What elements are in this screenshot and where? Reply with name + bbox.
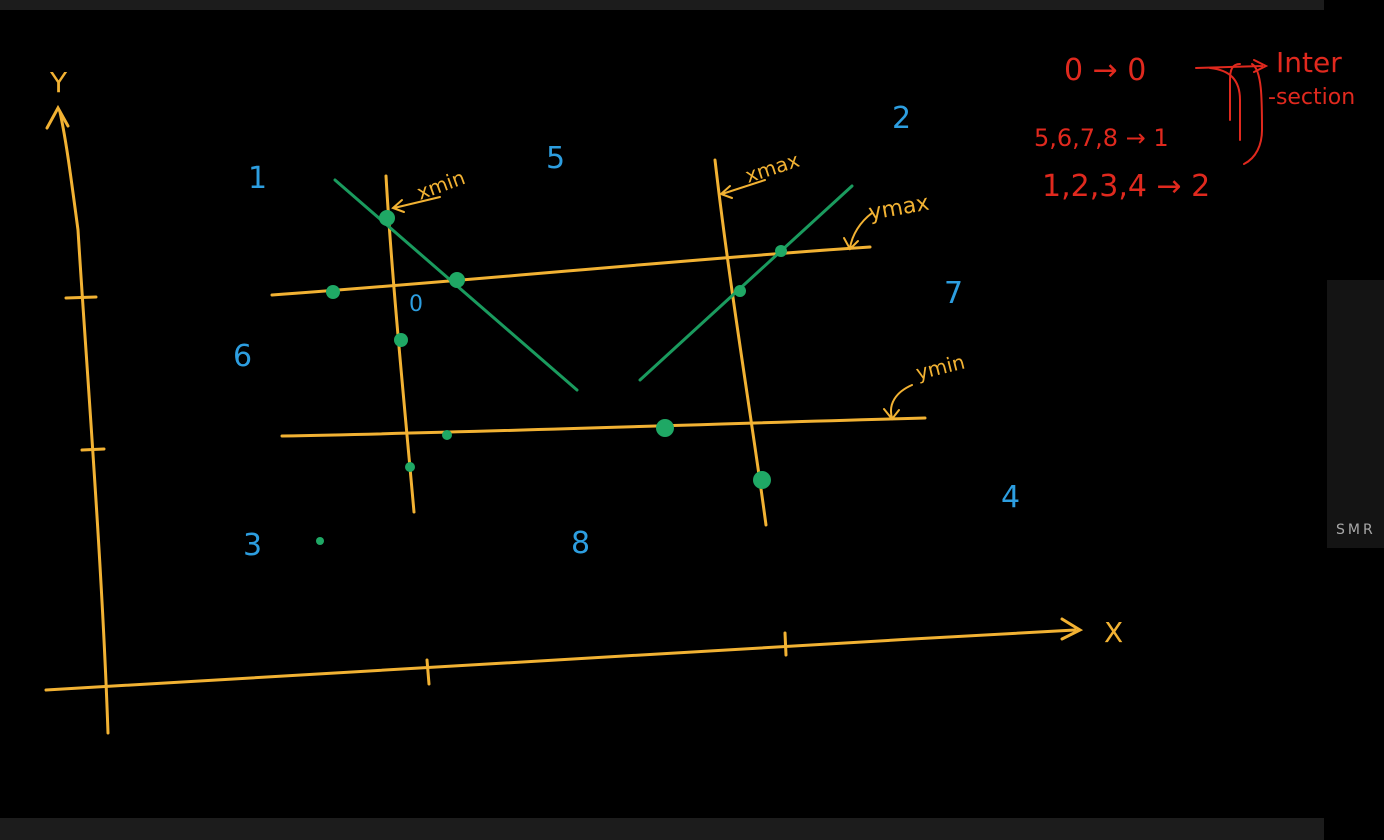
point <box>394 333 408 347</box>
region-label: 1 <box>248 161 267 196</box>
point <box>442 430 452 440</box>
point <box>326 285 340 299</box>
xmin-label: xmin <box>414 165 469 205</box>
region-label: 5 <box>546 141 565 176</box>
bottom-bar <box>0 818 1324 840</box>
ymax-label: ymax <box>867 191 931 226</box>
x-axis <box>44 617 1084 692</box>
ymax-arrow <box>843 212 873 251</box>
xmax-arrow <box>719 179 766 199</box>
point <box>379 210 395 226</box>
clip-line-right <box>638 184 854 382</box>
ymin-edge <box>280 416 927 438</box>
clip-window <box>270 158 927 527</box>
region-label: 7 <box>944 276 963 311</box>
intersection-bracket <box>1195 59 1269 165</box>
top-bar <box>0 0 1324 10</box>
side-panel-label: SMR <box>1336 522 1376 538</box>
xmin-arrow <box>391 196 441 213</box>
region-label: 3 <box>243 528 262 563</box>
ymax-edge <box>270 245 872 297</box>
point <box>405 462 415 472</box>
region-label: 6 <box>233 339 252 374</box>
point <box>316 537 324 545</box>
note-line-1: 0 → 0 <box>1064 53 1146 88</box>
xmax-label: xmax <box>742 148 802 188</box>
note-line-2: 5,6,7,8 → 1 <box>1034 124 1169 152</box>
note-intersection-bottom: -section <box>1268 85 1355 110</box>
y-axis-label: Y <box>49 66 68 99</box>
region-label: 4 <box>1001 480 1020 515</box>
point <box>656 419 674 437</box>
note-intersection-top: Inter <box>1276 46 1342 79</box>
region-label: 8 <box>571 526 590 561</box>
point <box>775 245 787 257</box>
region-label: 2 <box>892 101 911 136</box>
y-axis <box>45 104 110 735</box>
xmax-edge <box>713 158 768 527</box>
ymin-arrow <box>883 384 913 421</box>
point <box>449 272 465 288</box>
point <box>753 471 771 489</box>
note-line-3: 1,2,3,4 → 2 <box>1042 169 1210 204</box>
side-video-panel[interactable] <box>1327 280 1384 548</box>
x-axis-label: X <box>1104 616 1123 649</box>
point <box>734 285 746 297</box>
ymin-label: ymin <box>913 350 967 385</box>
region-label: 0 <box>409 292 423 317</box>
